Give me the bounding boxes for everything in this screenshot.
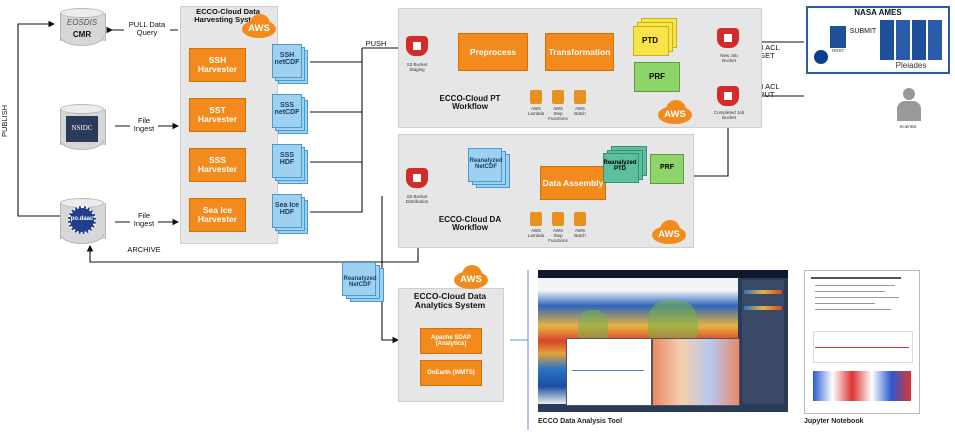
pt-batch-label: AWS Batch <box>574 106 586 116</box>
scientist-label: Scientist <box>899 124 917 129</box>
aws-logo: AWS <box>240 14 278 38</box>
layer-legend-panel <box>742 280 784 404</box>
sea-ice-hdf-doc: Sea Ice HDF <box>272 194 308 234</box>
host-label: HOST <box>831 48 845 53</box>
sss-hdf-doc: SSS HDF <box>272 144 308 184</box>
sss-harvester: SSS Harvester <box>189 148 246 182</box>
da-aws-lambda-icon <box>530 212 542 226</box>
eosdis-logo: EOSDIS <box>66 18 98 27</box>
sst-harvester: SST Harvester <box>189 98 246 132</box>
nasa-ames-title: NASA AMES <box>854 8 902 17</box>
da-aws-step-functions-icon <box>552 212 564 226</box>
analytics-aws-logo: AWS <box>452 265 490 289</box>
push-label: PUSH <box>365 39 387 48</box>
ssh-harvester: SSH Harvester <box>189 48 246 82</box>
aws-lambda-icon <box>530 90 542 104</box>
sss-netcdf-doc: SSS netCDF <box>272 94 308 134</box>
da-aws-batch-icon <box>574 212 586 226</box>
completed-job-bucket-icon <box>717 84 739 108</box>
pt-step-functions-label: AWS Step Functions <box>548 106 568 121</box>
host-computer-icon <box>830 26 846 48</box>
prf-box: PRF <box>634 62 680 92</box>
jupyter-caption: Jupyter Notebook <box>804 418 864 425</box>
da-step-functions-label: AWS Step Functions <box>548 228 568 243</box>
podaac-label: po.daac <box>70 216 94 222</box>
preprocess-box: Preprocess <box>458 33 528 71</box>
reanalyzed-ptd-label: Reanalyzed PTD <box>603 160 637 172</box>
archive-label: ARCHIVE <box>127 245 161 254</box>
file-ingest-label-1: File Ingest <box>130 117 158 133</box>
prf-label: PRF <box>649 72 665 81</box>
analytics-reanalyzed-netcdf-doc: Reanalyzed NetCDF <box>342 262 384 302</box>
s3-bucket-staging-icon <box>406 34 428 58</box>
submit-label: SUBMIT <box>849 28 877 35</box>
apache-sdap-box: Apache SDAP (Analytics) <box>420 328 482 354</box>
podaac-database: po.daac <box>60 198 106 246</box>
new-job-bucket-label: New Job Bucket <box>720 53 738 63</box>
ecco-tool-caption: ECCO Data Analysis Tool <box>538 418 623 425</box>
ecco-data-analysis-tool-screenshot <box>538 270 788 412</box>
cmr-database: EOSDIS CMR <box>60 8 106 46</box>
onearth-box: OnEarth (WMTS) <box>420 360 482 386</box>
s3-acl-put-label: S3 ACL PUT <box>754 82 780 99</box>
da-prf-label: PRF <box>660 164 674 171</box>
completed-job-bucket-label: Completed Job Bucket <box>713 110 745 120</box>
da-reanalyzed-netcdf-doc: Reanalyzed NetCDF <box>468 148 510 188</box>
aws-batch-icon <box>574 90 586 104</box>
s3-staging-label: S3 Bucket Staging <box>406 62 428 72</box>
pt-aws-logo: AWS <box>656 100 694 124</box>
da-workflow-title: ECCO-Cloud DA Workflow <box>438 215 502 233</box>
file-ingest-label-2: File Ingest <box>130 212 158 228</box>
publish-label: PUBLISH <box>0 95 9 146</box>
nsidc-database: NSIDC <box>60 104 106 152</box>
s3-acl-get-label: S3 ACL GET <box>754 43 780 60</box>
data-assembly-box: Data Assembly <box>540 166 606 200</box>
reanalyzed-ptd-stack: Reanalyzed PTD <box>603 146 649 183</box>
s3-distribution-label: S3 Bucket Distribution <box>405 194 429 204</box>
nsidc-logo <box>66 116 98 142</box>
aws-label: AWS <box>248 23 270 34</box>
nsidc-label: NSIDC <box>71 124 93 132</box>
notebook-heatmap <box>813 371 911 401</box>
pleiades-cluster-icon <box>880 20 942 60</box>
ptd-label: PTD <box>642 36 658 45</box>
da-aws-logo: AWS <box>650 220 688 244</box>
cmr-label: CMR <box>72 30 92 39</box>
pleiades-label: Pleiades <box>895 61 927 70</box>
sea-ice-harvester: Sea Ice Harvester <box>189 198 246 232</box>
s3-bucket-distribution-icon <box>406 166 428 190</box>
time-series-chart-panel <box>566 338 652 406</box>
new-job-bucket-icon <box>717 26 739 50</box>
da-prf-box: PRF <box>650 154 684 184</box>
transformation-box: Transformation <box>545 33 614 71</box>
jupyter-notebook-screenshot <box>804 270 920 414</box>
pull-data-query-label: PULL Data Query <box>124 21 170 37</box>
nasa-meatball-icon <box>814 50 828 64</box>
da-lambda-label: AWS Lambda <box>527 228 545 238</box>
podaac-logo <box>68 206 96 234</box>
ssh-netcdf-doc: SSH netCDF <box>272 44 308 84</box>
ptd-stack: PTD <box>633 18 679 56</box>
scientist-icon <box>896 88 922 124</box>
analytics-title: ECCO-Cloud Data Analytics System <box>413 291 487 310</box>
aws-step-functions-icon <box>552 90 564 104</box>
harvesting-title: ECCO-Cloud Data Harvesting System <box>194 7 262 24</box>
heatmap-chart-panel <box>652 338 740 406</box>
pt-workflow-title: ECCO-Cloud PT Workflow <box>439 94 501 112</box>
da-batch-label: AWS Batch <box>574 228 586 238</box>
pt-lambda-label: AWS Lambda <box>527 106 545 116</box>
